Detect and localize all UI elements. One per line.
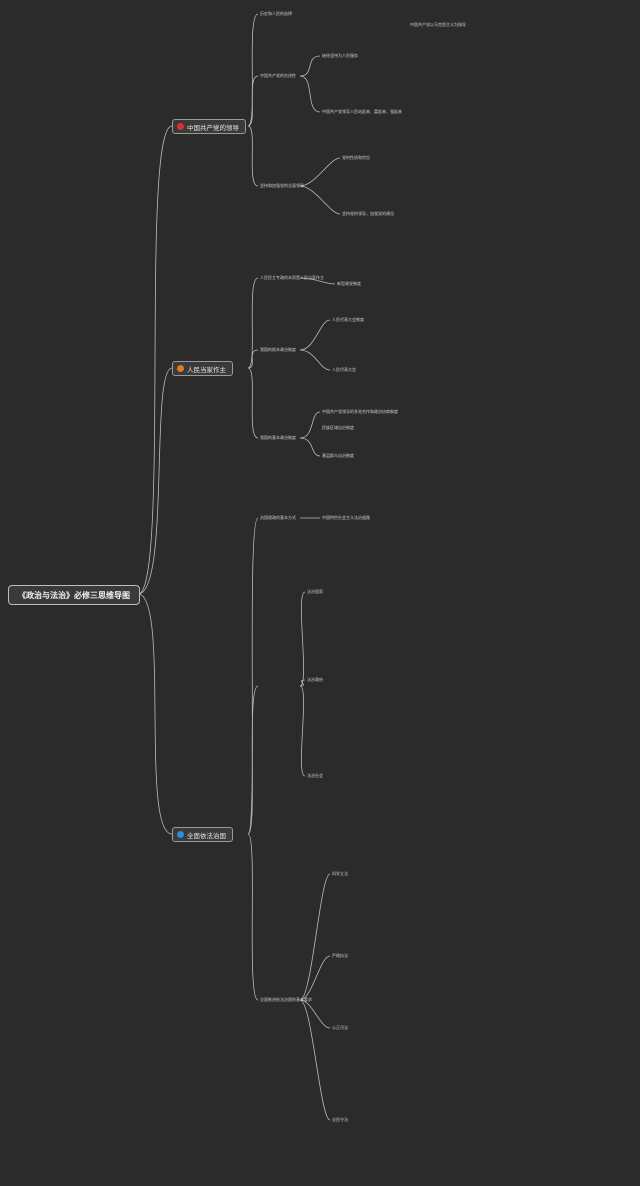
topic-node[interactable]: 中国特色社会主义法治道路 (322, 515, 370, 520)
topic-node[interactable]: 坚持和加强党的全面领导 (260, 183, 304, 188)
blue-number-icon (177, 831, 184, 838)
topic-node[interactable]: 中国共产党以马克思主义为指导 (410, 22, 466, 27)
topic-node[interactable]: 我国的基本政治制度 (260, 435, 296, 440)
topic-node[interactable]: 法治国家 (307, 589, 323, 594)
topic-node[interactable]: 全民守法 (332, 1117, 348, 1122)
topic-node[interactable]: 人民代表大会 (332, 367, 356, 372)
topic-node[interactable]: 党的性质和宗旨 (342, 155, 370, 160)
topic-node[interactable]: 基层群众自治制度 (322, 453, 354, 458)
topic-node[interactable]: 公正司法 (332, 1025, 348, 1030)
mind-map-root[interactable]: 《政治与法治》必修三思维导图 (8, 585, 140, 605)
topic-node[interactable]: 我国的根本政治制度 (260, 347, 296, 352)
topic-node[interactable]: 中国共产党领导人民站起来、富起来、强起来 (322, 109, 402, 114)
topic-node[interactable]: 中国共产党的先进性 (260, 73, 296, 78)
topic-node[interactable]: 新型政党制度 (337, 281, 361, 286)
branch-label: 全面依法治国 (187, 831, 226, 840)
topic-node[interactable]: 人民代表大会制度 (332, 317, 364, 322)
topic-node[interactable]: 人民民主专政的本质是人民当家作主 (260, 275, 324, 280)
branch-label: 中国共产党的领导 (187, 123, 239, 132)
topic-node[interactable]: 严格执法 (332, 953, 348, 958)
branch-party-leadership[interactable]: 中国共产党的领导 (172, 119, 246, 134)
topic-node[interactable]: 历史和人民的选择 (260, 11, 292, 16)
topic-node[interactable]: 坚持党的领导，加强党的建设 (342, 211, 394, 216)
branch-label: 人民当家作主 (187, 365, 226, 374)
topic-node[interactable]: 全面推进依法治国的基本要求 (260, 997, 312, 1002)
root-title: 《政治与法治》必修三思维导图 (18, 590, 130, 600)
topic-node[interactable]: 治国理政的基本方式 (260, 515, 296, 520)
red-dot-icon (177, 123, 184, 130)
topic-node[interactable]: 中国共产党领导的多党合作和政治协商制度 (322, 409, 398, 414)
orange-number-icon (177, 365, 184, 372)
branch-people-masters[interactable]: 人民当家作主 (172, 361, 233, 376)
branch-rule-of-law[interactable]: 全面依法治国 (172, 827, 233, 842)
topic-node[interactable]: 民族区域自治制度 (322, 425, 354, 430)
topic-node[interactable]: 始终坚持为人民服务 (322, 53, 358, 58)
topic-node[interactable]: 法治社会 (307, 773, 323, 778)
topic-node[interactable]: 科学立法 (332, 871, 348, 876)
topic-node[interactable]: 法治政府 (307, 677, 323, 682)
